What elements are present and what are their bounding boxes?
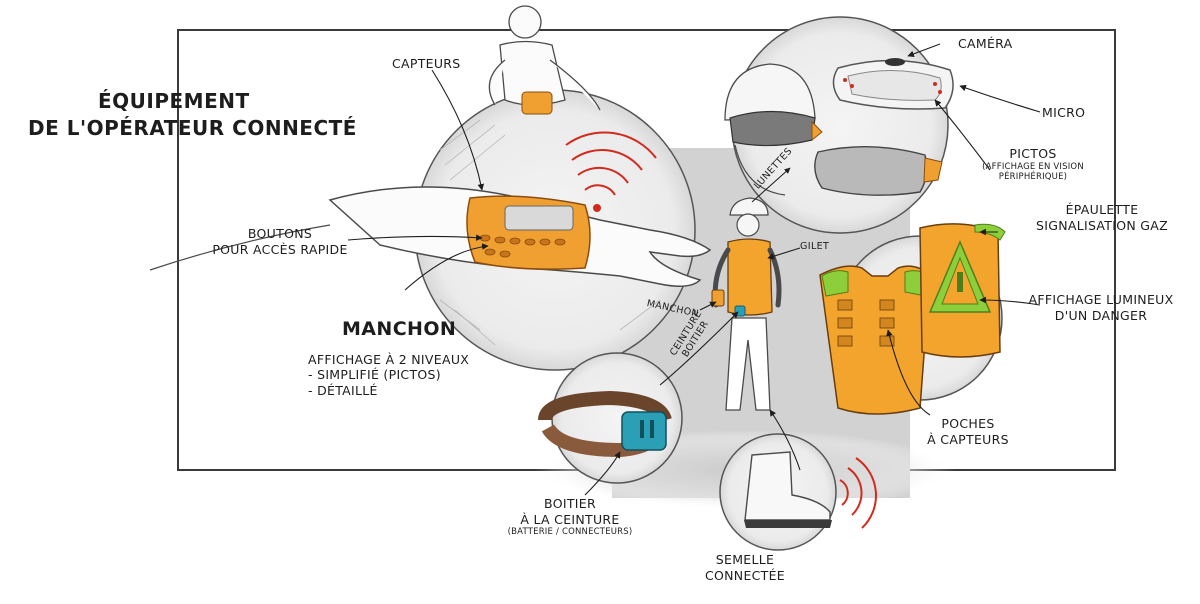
signal-dot <box>593 204 601 212</box>
label-poches-1: Poches <box>941 416 995 431</box>
label-camera: Caméra <box>958 36 1013 51</box>
vest-pockets <box>837 299 895 347</box>
label-pictos-note-2: périphérique) <box>998 172 1068 183</box>
boot-sketch <box>744 451 831 521</box>
label-affichage-lumineux-1: Affichage lumineux <box>1028 292 1174 307</box>
label-semelle-1: Semelle <box>715 552 775 567</box>
label-micro: Micro <box>1042 105 1086 120</box>
label-boitier-1: Boitier <box>544 496 596 511</box>
label-semelle-2: connectée <box>704 567 786 583</box>
label-capteurs: Capteurs <box>392 56 461 71</box>
leader-lines <box>347 43 1041 496</box>
worker-top-sketch <box>488 5 601 111</box>
cuff-screen <box>504 205 574 231</box>
label-boitier-2: à la ceinture <box>520 511 620 527</box>
sketch-hatching <box>439 119 661 346</box>
label-boitier-note: (batterie / connecteurs) <box>507 527 633 538</box>
title-line-2: de l'opérateur connecté <box>28 116 357 140</box>
diagram-title: Équipement de l'opérateur connecté <box>28 88 357 142</box>
label-affichage-lumineux-2: d'un danger <box>1054 307 1148 323</box>
helmet-sketch <box>724 63 816 121</box>
label-epaulette-group: Épaulette signalisation gaz <box>1022 202 1182 233</box>
label-boitier-group: Boitier à la ceinture (batterie / connec… <box>480 496 660 538</box>
manchon-desc-3: - détaillé <box>308 383 378 398</box>
worker-central-sketch <box>711 197 782 411</box>
camera-lens <box>885 58 905 66</box>
label-gilet: Gilet <box>800 241 830 252</box>
label-pictos-group: Pictos (affichage en vision périphérique… <box>958 146 1108 183</box>
label-boutons-group: Boutons pour accès rapide <box>200 226 360 257</box>
label-poches-group: Poches à capteurs <box>908 416 1028 447</box>
manchon-heading: Manchon <box>342 318 457 340</box>
label-pictos: Pictos <box>1009 146 1057 161</box>
manchon-desc-2: - simplifié (pictos) <box>308 367 441 383</box>
label-poches-2: à capteurs <box>927 431 1009 447</box>
label-boutons-2: pour accès rapide <box>212 241 348 257</box>
label-boutons-1: Boutons <box>247 226 313 241</box>
boot-sole <box>744 520 832 528</box>
goggle-pictos-dots <box>843 78 942 94</box>
worker-top-cuff <box>521 91 553 115</box>
cuff-signal-waves <box>565 131 657 196</box>
manchon-description: Manchon Affichage à 2 niveaux - simplifi… <box>308 318 469 399</box>
belt-strap-back <box>538 390 672 423</box>
label-semelle-group: Semelle connectée <box>690 552 800 583</box>
title-line-1: Équipement <box>98 89 250 113</box>
label-epaulette-1: Épaulette <box>1065 202 1139 217</box>
label-pictos-note-1: (affichage en vision <box>982 161 1084 172</box>
boot-signal-waves <box>839 457 877 529</box>
label-epaulette-2: signalisation gaz <box>1036 217 1168 233</box>
helmet-visor <box>729 110 816 147</box>
label-affichage-lumineux-group: Affichage lumineux d'un danger <box>1026 292 1176 323</box>
cuff-buttons <box>479 234 566 258</box>
goggles-tinted-sketch <box>814 145 928 196</box>
manchon-desc-1: Affichage à 2 niveaux <box>308 351 470 367</box>
